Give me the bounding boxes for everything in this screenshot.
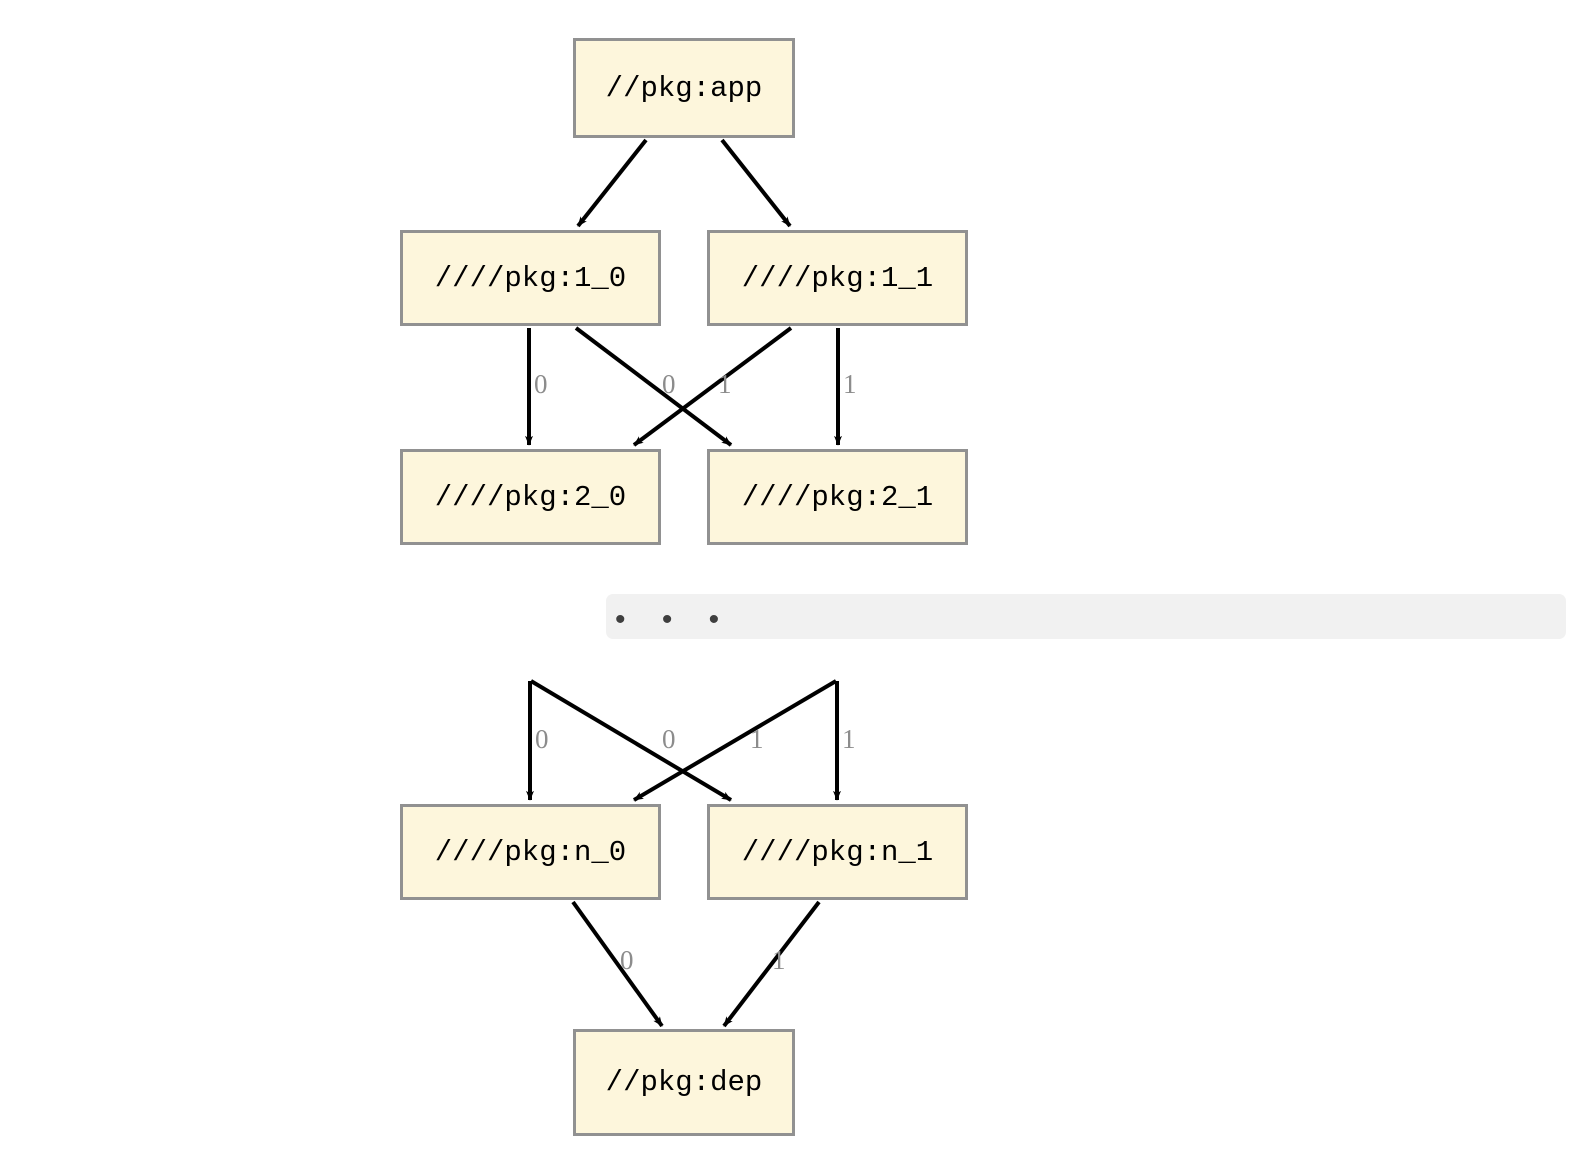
ellipsis-dots: • • • (615, 603, 734, 636)
graph-node-label: ////pkg:n_1 (741, 835, 934, 869)
graph-node-l2_0[interactable]: ////pkg:2_0 (400, 449, 661, 545)
graph-node-dep[interactable]: //pkg:dep (573, 1029, 795, 1136)
graph-node-label: ////pkg:1_1 (741, 261, 934, 295)
graph-node-label: ////pkg:2_1 (741, 480, 934, 514)
graph-edge-e-n_0-dep (571, 900, 664, 1028)
edges-group (525, 138, 842, 1028)
graph-edge-label-e-1_0-2_1: 0 (662, 369, 676, 399)
graph-node-ln_0[interactable]: ////pkg:n_0 (400, 804, 661, 900)
graph-node-label: //pkg:app (605, 71, 763, 105)
graph-node-l1_0[interactable]: ////pkg:1_0 (400, 230, 661, 326)
graph-edge-label-e-x-n_1b: 0 (662, 724, 676, 754)
graph-edge-label-e-1_1-2_0: 1 (718, 369, 732, 399)
graph-node-label: //pkg:dep (605, 1066, 763, 1099)
graph-edge-label-e-n_1-dep: 1 (772, 945, 786, 975)
truncation-ellipsis-band: • • • (606, 594, 1566, 639)
graph-edge-label-e-1_0-2_0: 0 (534, 369, 548, 399)
graph-edge-e-app-1_0 (576, 138, 648, 228)
graph-edge-e-y-n_0 (632, 679, 838, 802)
graph-edge-e-x-n_1b (529, 679, 733, 802)
graph-edge-e-1_0-2_1 (574, 326, 733, 447)
graph-edge-label-e-1_1-2_1: 1 (843, 369, 857, 399)
graph-node-app[interactable]: //pkg:app (573, 38, 795, 138)
graph-node-label: ////pkg:n_0 (434, 835, 627, 869)
graph-node-label: ////pkg:1_0 (434, 261, 627, 295)
graph-edge-label-e-y-n_0: 1 (750, 724, 764, 754)
graph-edge-e-1_1-2_0 (632, 326, 793, 447)
graph-node-ln_1[interactable]: ////pkg:n_1 (707, 804, 968, 900)
graph-edge-e-app-1_1 (720, 138, 792, 228)
graph-node-l1_1[interactable]: ////pkg:1_1 (707, 230, 968, 326)
graph-node-label: ////pkg:2_0 (434, 480, 627, 514)
graph-edge-label-e-y-n_1: 1 (842, 724, 856, 754)
graph-edge-label-e-x-n_0: 0 (535, 724, 549, 754)
graph-edge-label-e-n_0-dep: 0 (620, 945, 634, 975)
graph-node-l2_1[interactable]: ////pkg:2_1 (707, 449, 968, 545)
graph-edge-e-n_1-dep (722, 900, 821, 1028)
